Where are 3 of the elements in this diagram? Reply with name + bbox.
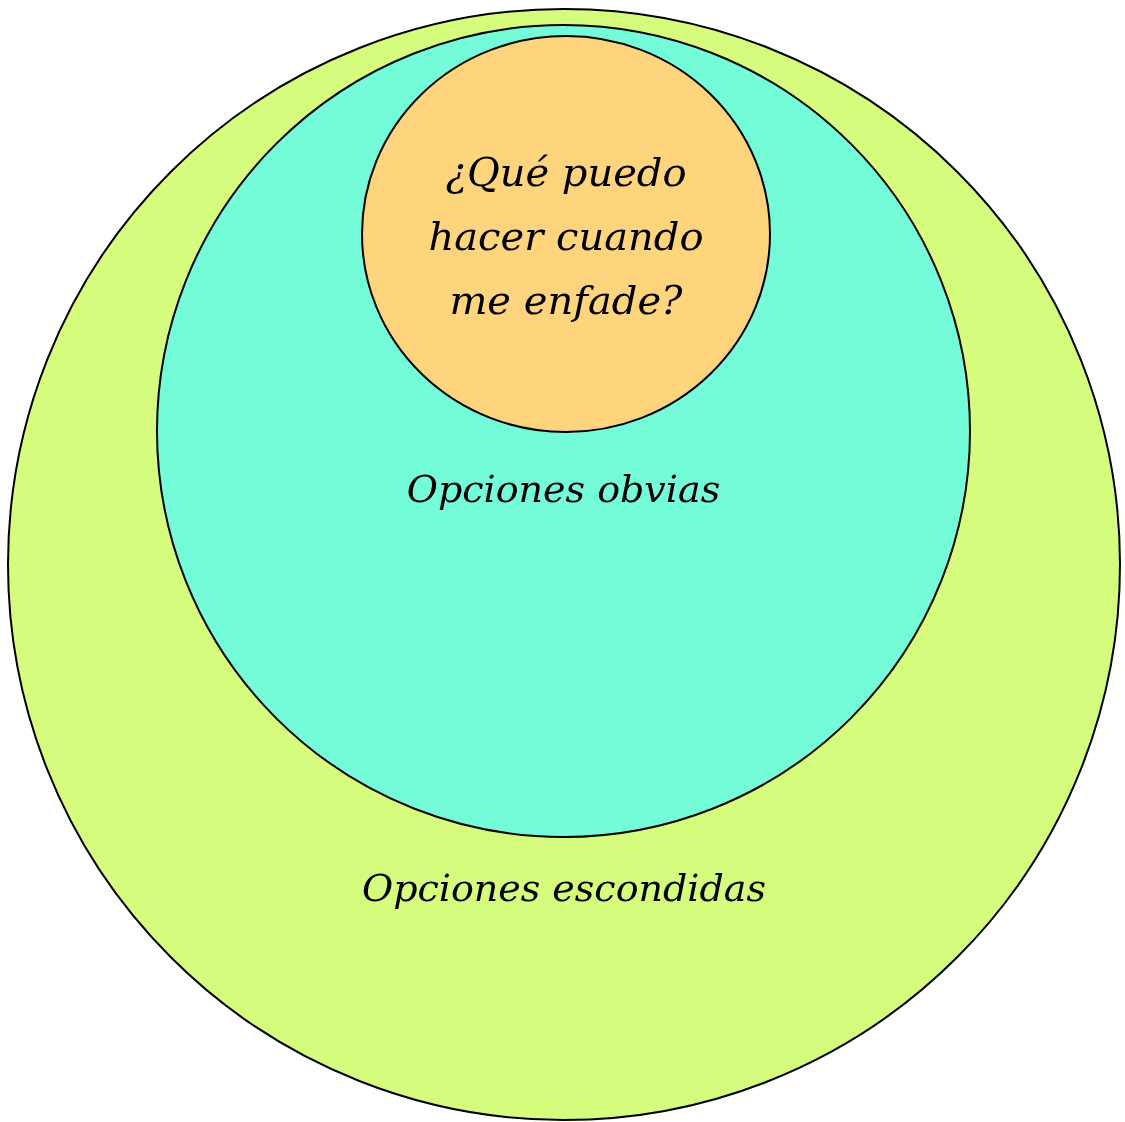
circle-label: ¿Qué puedo hacer cuando me enfade? xyxy=(427,148,705,325)
circle-label: Opciones obvias xyxy=(406,466,721,513)
circle-label: Opciones escondidas xyxy=(362,865,766,912)
